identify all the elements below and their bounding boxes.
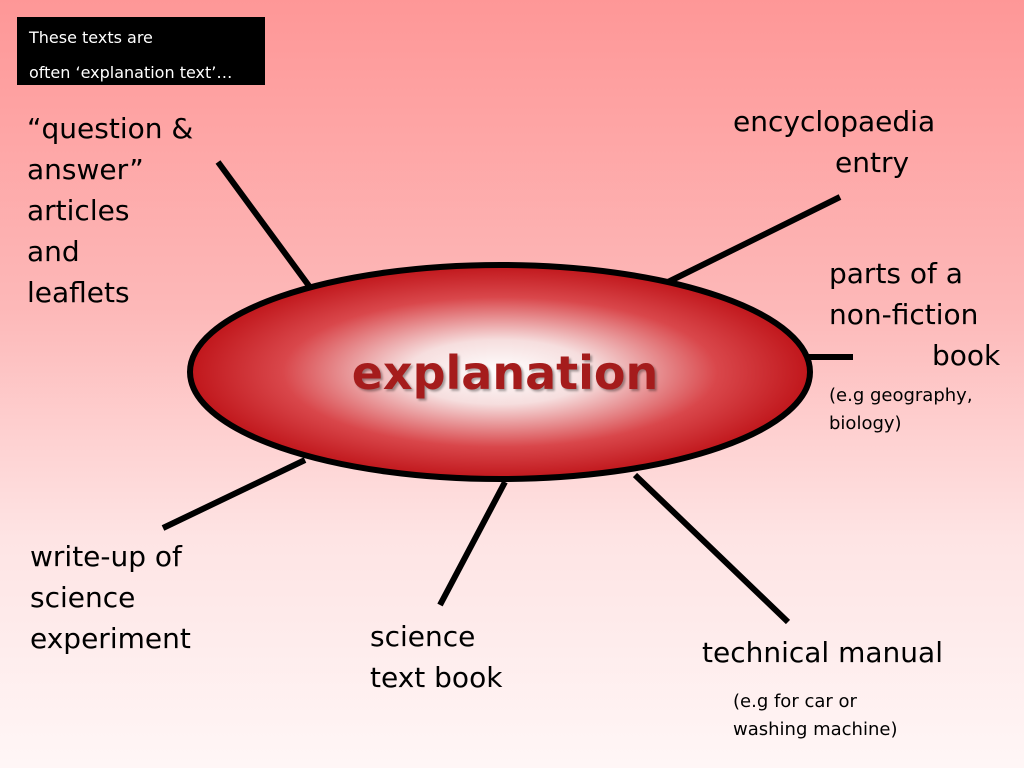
label-parts-line: non-fiction <box>829 298 979 331</box>
label-question-answer-line: articles <box>27 194 130 227</box>
label-question-answer-line: leaflets <box>27 276 130 309</box>
label-question-answer: “question & answer” articles and leaflet… <box>27 108 193 313</box>
central-ellipse <box>187 262 813 482</box>
label-parts-of-book: parts of a non-fiction book <box>829 253 1000 376</box>
connector-technical-manual <box>632 472 791 625</box>
label-science-text-book: science text book <box>370 616 502 698</box>
label-encyclopaedia-line: entry <box>835 146 910 179</box>
intro-note-line-1: These texts are <box>29 28 153 47</box>
central-label: explanation <box>351 346 659 400</box>
label-parts-line: book <box>932 339 1001 372</box>
connector-science-text-book <box>437 480 508 607</box>
note-technical-manual: (e.g for car or washing machine) <box>733 688 897 744</box>
note-parts-line: biology) <box>829 413 902 434</box>
note-parts-of-book: (e.g geography, biology) <box>829 382 973 438</box>
label-question-answer-line: answer” <box>27 153 144 186</box>
label-write-up-line: experiment <box>30 622 191 655</box>
label-question-answer-line: and <box>27 235 80 268</box>
label-encyclopaedia-line: encyclopaedia <box>733 105 936 138</box>
note-parts-line: (e.g geography, <box>829 385 973 406</box>
label-science-line: science <box>370 620 476 653</box>
label-question-answer-line: “question & <box>27 112 194 145</box>
intro-note-line-2: often ‘explanation text’… <box>29 63 233 82</box>
label-parts-line: parts of a <box>829 257 963 290</box>
label-write-up-line: science <box>30 581 136 614</box>
intro-note-box: These texts are often ‘explanation text’… <box>17 17 265 85</box>
connector-question-answer <box>215 160 315 292</box>
label-technical-line: technical manual <box>702 636 943 669</box>
connector-write-up <box>161 457 307 531</box>
label-encyclopaedia-entry: encyclopaedia entry <box>733 101 935 183</box>
connector-encyclopaedia <box>666 194 842 285</box>
note-technical-line: (e.g for car or <box>733 691 857 712</box>
label-write-up: write-up of science experiment <box>30 536 191 659</box>
note-technical-line: washing machine) <box>733 719 898 740</box>
label-science-line: text book <box>370 661 503 694</box>
label-write-up-line: write-up of <box>30 540 182 573</box>
label-technical-manual: technical manual <box>702 632 943 673</box>
